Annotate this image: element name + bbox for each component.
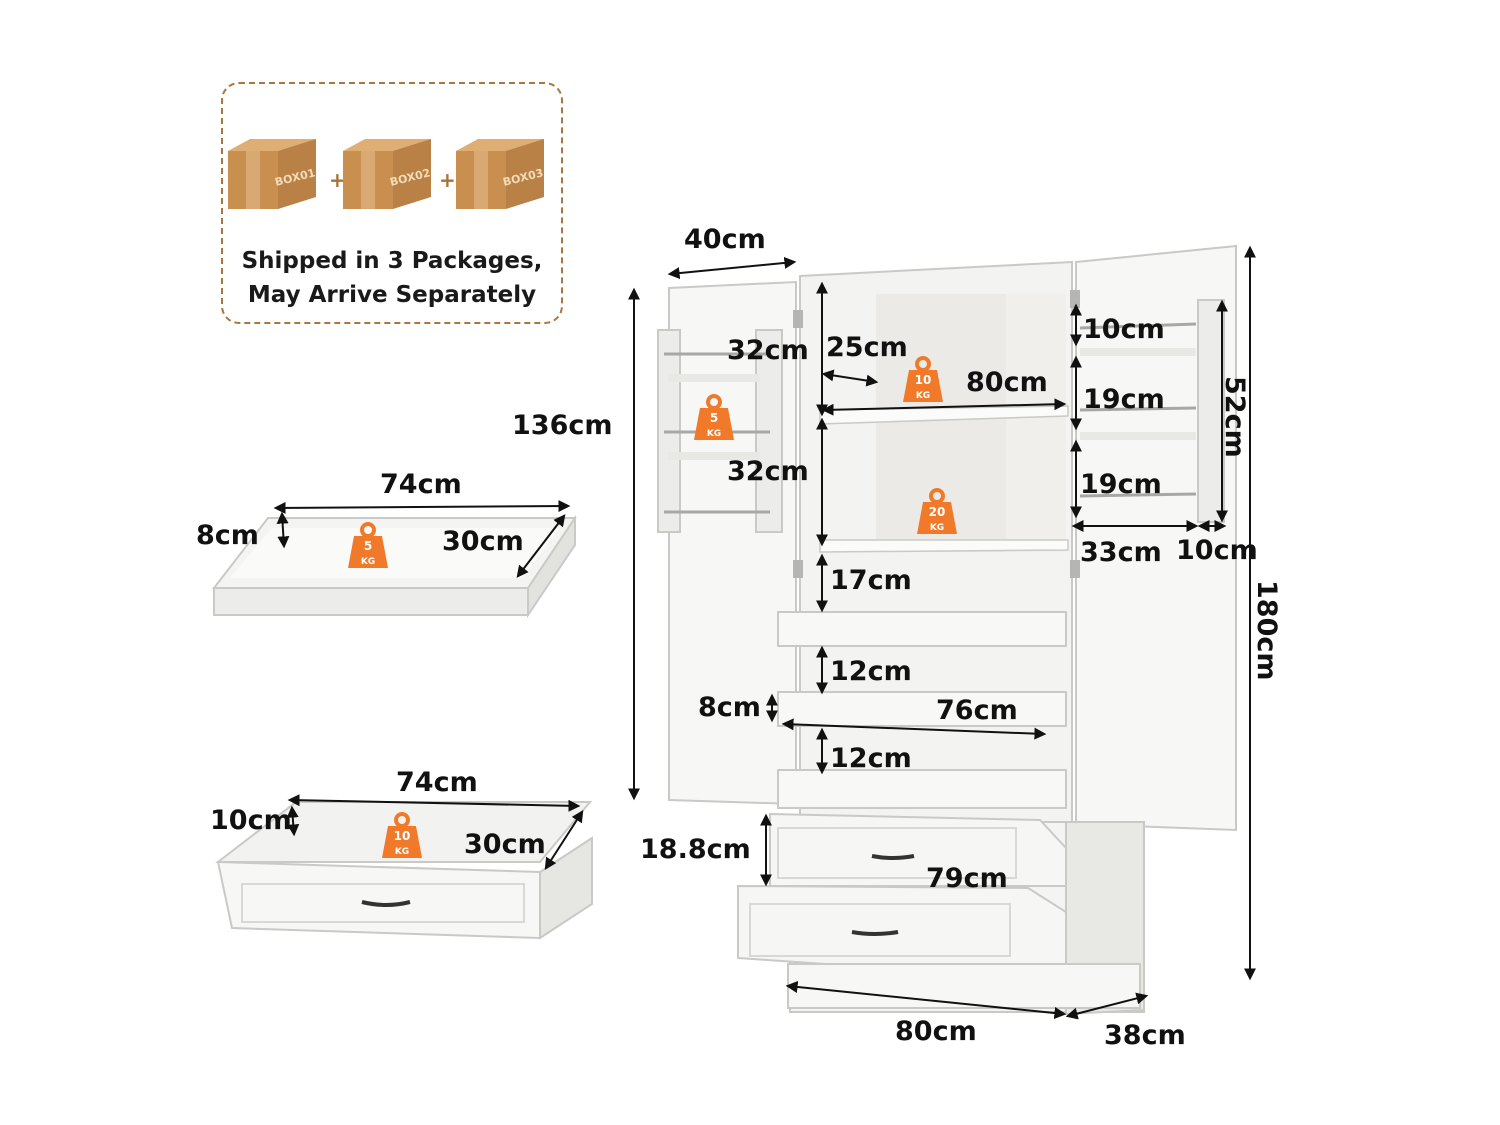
dim-base-depth: 38cm	[1104, 1020, 1186, 1051]
dim-drawer-height: 18.8cm	[640, 834, 751, 865]
svg-text:5: 5	[710, 411, 718, 425]
dim-door-rack-gap-bottom: 32cm	[727, 456, 809, 487]
drawer-handle-icon	[871, 854, 915, 860]
box-icon: BOX02	[343, 139, 432, 209]
weight-badge-upper-shelf: 10 KG	[901, 356, 945, 404]
package-info-card: BOX01 + BOX02 + BOX03 Shipped in 3 Packa…	[221, 82, 563, 324]
shipping-boxes: BOX01 + BOX02 + BOX03	[228, 139, 545, 209]
svg-text:KG: KG	[361, 557, 375, 567]
weight-badge-small-drawer: 5 KG	[346, 522, 390, 570]
dim-tray-height: 8cm	[698, 692, 761, 723]
svg-text:KG: KG	[707, 429, 721, 439]
dim-small-drawer-width: 74cm	[380, 469, 462, 500]
drawer-handle-icon	[361, 900, 411, 907]
dim-small-drawer-depth: 30cm	[442, 526, 524, 557]
dim-tray-width: 76cm	[936, 695, 1018, 726]
dim-spice-rack-top: 10cm	[1083, 314, 1165, 345]
plus-sign: +	[439, 168, 456, 192]
dim-drawer-width: 79cm	[926, 863, 1008, 894]
weight-badge-middle-shelf: 20 KG	[915, 488, 959, 536]
dim-door-rack-gap-top: 32cm	[727, 335, 809, 366]
dim-large-drawer-depth: 30cm	[464, 829, 546, 860]
dim-spice-rack-height: 52cm	[1219, 376, 1250, 458]
dim-tray-gap-2: 12cm	[830, 656, 912, 687]
box-icon: BOX03	[456, 139, 545, 209]
dim-spice-rack-depth: 10cm	[1176, 535, 1258, 566]
svg-text:KG: KG	[930, 523, 944, 533]
weight-badge-door-rack: 5 KG	[692, 394, 736, 442]
dim-large-drawer-width: 74cm	[396, 767, 478, 798]
dim-spice-rack-mid: 19cm	[1083, 384, 1165, 415]
dim-shelf-width: 80cm	[966, 367, 1048, 398]
weight-badge-large-drawer: 10 KG	[380, 812, 424, 860]
drawer-handle-icon	[851, 930, 899, 936]
pantry-cabinet-illustration	[657, 244, 1237, 1016]
dim-tray-gap-1: 17cm	[830, 565, 912, 596]
dim-shelf-inset: 25cm	[826, 332, 908, 363]
plus-sign: +	[329, 168, 346, 192]
dim-tray-gap-3: 12cm	[830, 743, 912, 774]
svg-text:KG: KG	[395, 847, 409, 857]
dimension-lines	[273, 245, 1256, 1020]
dim-large-drawer-height: 10cm	[210, 805, 292, 836]
svg-text:10: 10	[394, 829, 411, 843]
dim-inner-height: 136cm	[512, 410, 613, 441]
dim-spice-rack-bottom: 19cm	[1080, 469, 1162, 500]
shipping-note-line1: Shipped in 3 Packages,	[241, 248, 543, 274]
svg-text:KG: KG	[916, 391, 930, 401]
shipping-note-line2: May Arrive Separately	[247, 282, 537, 308]
dim-base-width: 80cm	[895, 1016, 977, 1047]
dim-door-depth: 40cm	[684, 224, 766, 255]
dim-total-height: 180cm	[1251, 580, 1282, 681]
box-icon: BOX01	[228, 139, 317, 209]
svg-text:20: 20	[929, 505, 946, 519]
dim-spice-rack-width: 33cm	[1080, 537, 1162, 568]
svg-text:5: 5	[364, 539, 372, 553]
dim-small-drawer-height: 8cm	[196, 520, 259, 551]
svg-text:10: 10	[915, 373, 932, 387]
